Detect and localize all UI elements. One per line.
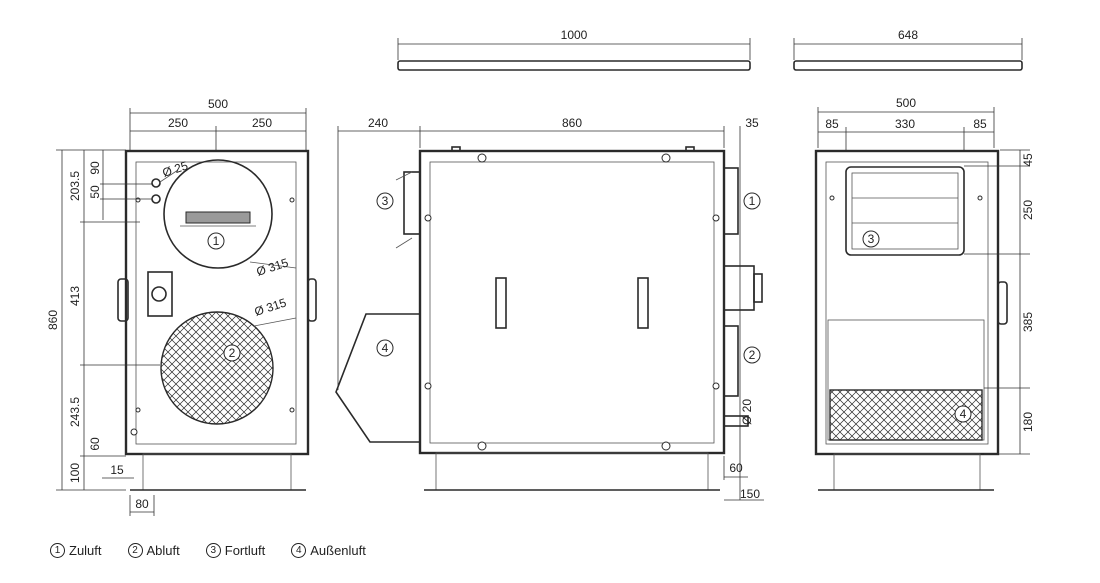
top-bar-left: 1000 bbox=[397, 28, 751, 71]
dim-top-bar-left: 1000 bbox=[561, 28, 588, 42]
marker-4-side bbox=[376, 339, 394, 357]
dim-front-100: 100 bbox=[68, 463, 82, 483]
dim-front-half-right: 250 bbox=[252, 116, 272, 130]
dim-front-height: 860 bbox=[46, 310, 60, 330]
svg-text:1: 1 bbox=[213, 234, 220, 248]
dim-side-left: 240 bbox=[368, 116, 388, 130]
svg-text:2: 2 bbox=[749, 348, 756, 362]
dim-front-243: 243.5 bbox=[68, 397, 82, 427]
dim-top-bar-right: 648 bbox=[898, 28, 918, 42]
legend-item-aussenluft: 4 Außenluft bbox=[291, 543, 366, 558]
legend-label: Abluft bbox=[146, 543, 180, 558]
svg-text:1: 1 bbox=[749, 194, 756, 208]
marker-4-back bbox=[954, 405, 972, 423]
svg-text:3: 3 bbox=[382, 194, 389, 208]
dim-front-60: 60 bbox=[88, 437, 102, 451]
dim-front-90: 90 bbox=[88, 161, 102, 175]
dim-front-203: 203.5 bbox=[68, 171, 82, 201]
legend-number: 4 bbox=[291, 543, 307, 558]
dim-side-width: 860 bbox=[562, 116, 582, 130]
svg-text:4: 4 bbox=[960, 407, 967, 421]
dim-front-80: 80 bbox=[135, 497, 149, 511]
front-view: 500 250 250 bbox=[46, 97, 317, 516]
dim-front-width: 500 bbox=[208, 97, 228, 111]
dim-back-85a: 85 bbox=[825, 117, 839, 131]
dim-side-60: 60 bbox=[729, 461, 743, 475]
legend-item-fortluft: 3 Fortluft bbox=[205, 543, 266, 558]
marker-1-front bbox=[207, 232, 225, 250]
side-view: 240 860 35 bbox=[335, 116, 764, 501]
marker-2-front bbox=[223, 344, 241, 362]
dim-front-15: 15 bbox=[110, 463, 124, 477]
legend-item-zuluft: 1 Zuluft bbox=[50, 543, 102, 558]
dim-back-330: 330 bbox=[895, 117, 915, 131]
legend: 1 Zuluft 2 Abluft 3 Fortluft 4 Außenluft bbox=[50, 543, 366, 558]
marker-3-side bbox=[376, 192, 394, 210]
legend-label: Zuluft bbox=[69, 543, 102, 558]
dim-front-50: 50 bbox=[88, 185, 102, 199]
dim-dia-20: Ø 20 bbox=[740, 399, 754, 425]
legend-item-abluft: 2 Abluft bbox=[127, 543, 180, 558]
legend-label: Außenluft bbox=[310, 543, 366, 558]
legend-label: Fortluft bbox=[224, 543, 266, 558]
dim-front-413: 413 bbox=[68, 286, 82, 306]
technical-drawing: 1000 648 500 250 250 bbox=[46, 28, 1035, 516]
marker-3-back bbox=[862, 230, 880, 248]
dim-back-385: 385 bbox=[1021, 312, 1035, 332]
dim-back-width: 500 bbox=[896, 96, 916, 110]
legend-number: 3 bbox=[205, 543, 221, 558]
dim-front-half-left: 250 bbox=[168, 116, 188, 130]
marker-1-side bbox=[743, 192, 761, 210]
svg-text:2: 2 bbox=[229, 346, 236, 360]
dim-side-150: 150 bbox=[740, 487, 760, 501]
dim-side-right: 35 bbox=[745, 116, 759, 130]
back-view: 500 85 330 85 45 250 385 180 3 bbox=[814, 96, 1035, 491]
top-bar-right: 648 bbox=[793, 28, 1023, 71]
dim-back-85b: 85 bbox=[973, 117, 987, 131]
legend-number: 2 bbox=[127, 543, 143, 558]
svg-text:3: 3 bbox=[868, 232, 875, 246]
legend-number: 1 bbox=[50, 543, 65, 558]
marker-2-side bbox=[743, 346, 761, 364]
dim-back-180: 180 bbox=[1021, 412, 1035, 432]
svg-text:4: 4 bbox=[382, 341, 389, 355]
dim-back-45: 45 bbox=[1021, 153, 1035, 167]
dim-back-250: 250 bbox=[1021, 200, 1035, 220]
